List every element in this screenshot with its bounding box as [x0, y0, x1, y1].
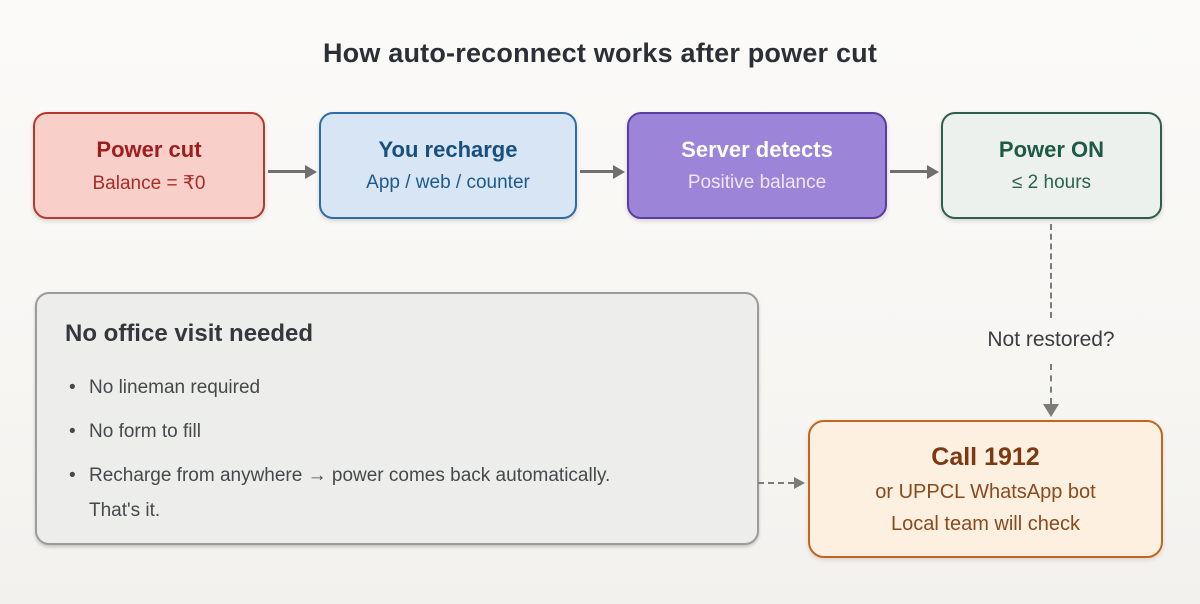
step-subtitle: App / web / counter: [366, 172, 530, 193]
branch-label: Not restored?: [987, 328, 1115, 351]
arrow-right-icon: [890, 165, 939, 179]
step-title: You recharge: [378, 137, 518, 162]
step-title: Power cut: [96, 136, 202, 162]
escalation-line: or UPPCL WhatsApp bot: [875, 480, 1096, 503]
escalation-title: Call 1912: [931, 442, 1040, 471]
flow-step-power-cut: Power cut Balance = ₹0: [33, 112, 265, 219]
note-panel: No office visit needed No lineman requir…: [35, 292, 759, 545]
escalation-panel: Call 1912 or UPPCL WhatsApp bot Local te…: [808, 420, 1163, 558]
note-bullet: Recharge from anywhere → power comes bac…: [65, 458, 625, 528]
escalation-line: Local team will check: [891, 512, 1080, 535]
flow-step-power-on: Power ON ≤ 2 hours: [941, 112, 1162, 219]
flow-step-you-recharge: You recharge App / web / counter: [319, 112, 577, 219]
arrow-right-icon: [580, 165, 625, 179]
step-subtitle: ≤ 2 hours: [1011, 172, 1092, 193]
dashed-line-vertical: [1050, 364, 1052, 404]
page-title: How auto-reconnect works after power cut: [322, 38, 878, 68]
flow-step-server-detects: Server detects Positive balance: [627, 112, 887, 219]
note-bullet: No form to fill: [65, 414, 625, 449]
dashed-arrow-down-icon: [1043, 404, 1059, 417]
note-heading: No office visit needed: [65, 320, 314, 347]
dashed-arrow-right-icon: [758, 477, 805, 489]
arrow-right-icon: [268, 165, 317, 179]
step-title: Power ON: [998, 137, 1105, 162]
step-subtitle: Balance = ₹0: [92, 172, 206, 194]
note-bullet: No lineman required: [65, 370, 625, 405]
note-bullet-list: No lineman required No form to fill Rech…: [65, 370, 727, 528]
dashed-line-vertical: [1050, 224, 1052, 318]
step-subtitle: Positive balance: [687, 172, 827, 193]
step-title: Server detects: [681, 137, 833, 162]
